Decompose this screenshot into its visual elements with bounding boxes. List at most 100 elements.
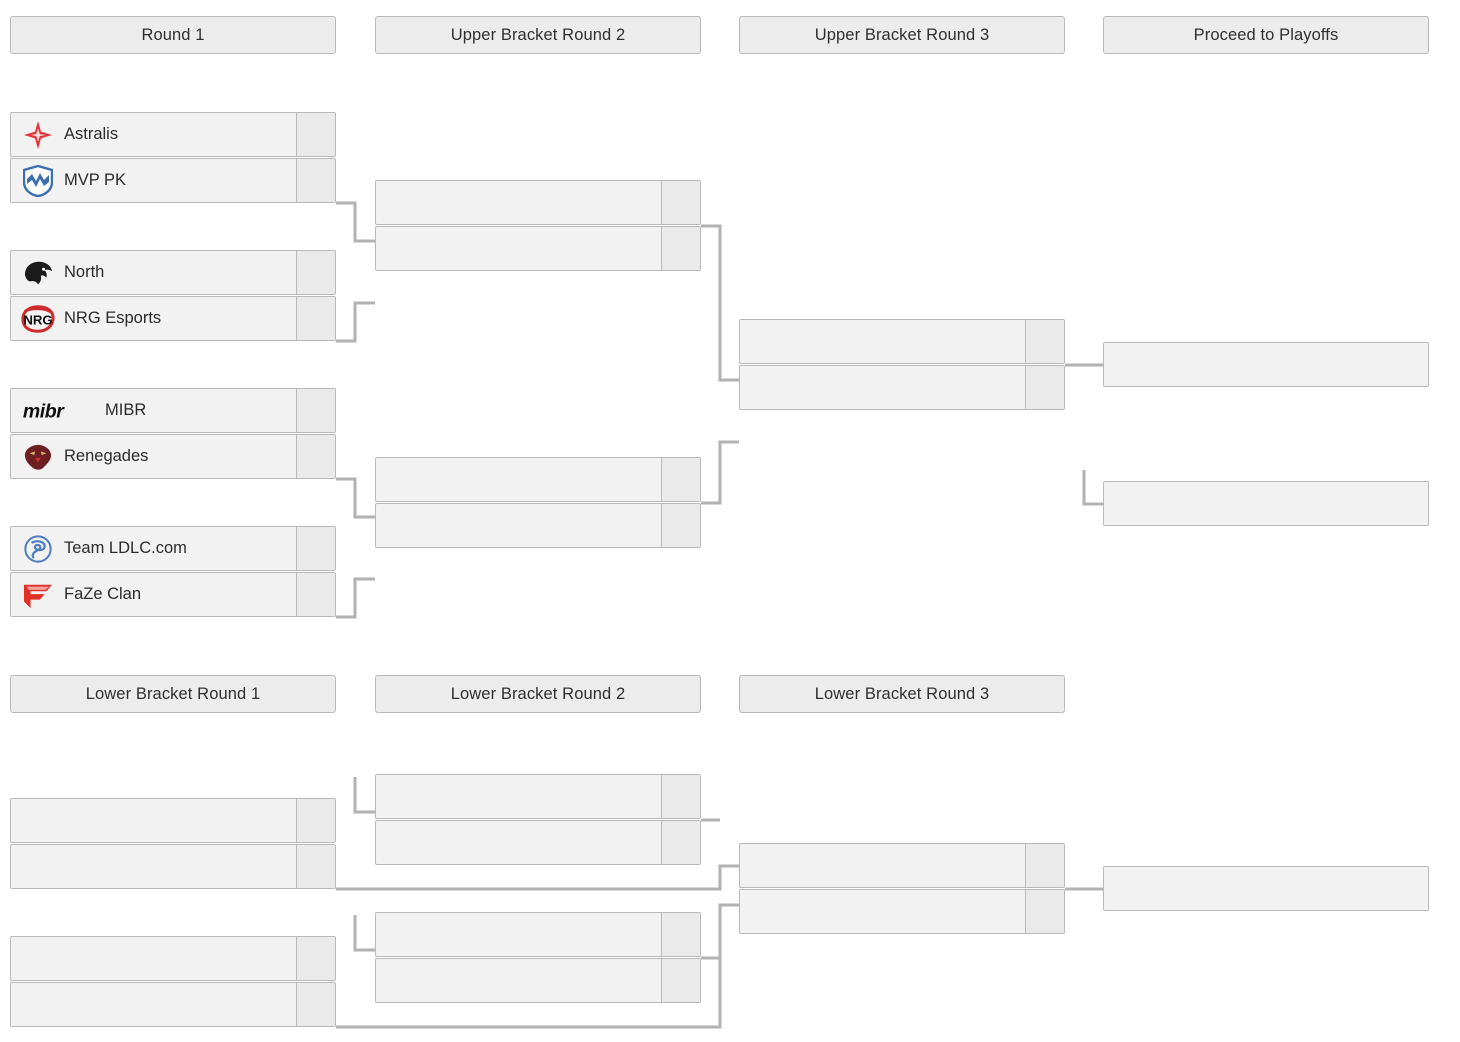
- nrg-esports-logo: NRG: [21, 302, 55, 336]
- upper-r1-match-1-team-2: MVP PK: [11, 159, 296, 202]
- lower-r1-match-2-team-1: [11, 937, 296, 980]
- lower-r3-match-1[interactable]: [739, 843, 1065, 934]
- lower-r2-match-2[interactable]: [375, 912, 701, 1003]
- lower-r2-match-1-slot-2[interactable]: [375, 820, 701, 865]
- upper-r3-match-1-score-1: [1025, 320, 1064, 363]
- lower-r2-match-2-slot-1[interactable]: [375, 912, 701, 957]
- playoffs-slot-2[interactable]: [1103, 481, 1429, 526]
- lower-r2-match-2-score-2: [661, 959, 700, 1002]
- upper-r2-match-1-team-2: [376, 227, 661, 270]
- upper-r1-match-2-team-name-2: NRG Esports: [64, 309, 162, 327]
- upper-r1-match-2-slot-2[interactable]: NRG NRG Esports: [10, 296, 336, 341]
- lower-r2-match-2-slot-2[interactable]: [375, 958, 701, 1003]
- upper-r1-match-4-slot-2[interactable]: FaZe Clan: [10, 572, 336, 617]
- lower-r3-match-1-team-1: [740, 844, 1025, 887]
- upper-r2-match-1[interactable]: [375, 180, 701, 271]
- upper-r1-match-4-score-2: [296, 573, 335, 616]
- upper-r1-match-2-team-1: North: [11, 251, 296, 294]
- lower-final-slot-1-team-1: [1104, 867, 1428, 910]
- upper-r2-match-1-slot-1[interactable]: [375, 180, 701, 225]
- lower-r1-match-1[interactable]: [10, 798, 336, 889]
- lower-r2-match-1[interactable]: [375, 774, 701, 865]
- upper-r1-match-3-score-2: [296, 435, 335, 478]
- lower-r1-match-2-score-2: [296, 983, 335, 1026]
- lower-r1-match-1-team-2: [11, 845, 296, 888]
- upper-r1-match-4-team-1: Team LDLC.com: [11, 527, 296, 570]
- upper-r1-match-4-slot-1[interactable]: Team LDLC.com: [10, 526, 336, 571]
- lower-r1-match-1-slot-1[interactable]: [10, 798, 336, 843]
- playoffs-slot-1-team-1: [1104, 343, 1428, 386]
- upper-r1-match-1-team-name-1: Astralis: [64, 125, 119, 143]
- upper-r3-match-1-slot-2[interactable]: [739, 365, 1065, 410]
- playoffs-slot-1-slot-1[interactable]: [1103, 342, 1429, 387]
- upper-r1-match-3[interactable]: mibr MIBR Renegades: [10, 388, 336, 479]
- connector-line-2: [336, 301, 375, 343]
- upper-r3-match-1-slot-1[interactable]: [739, 319, 1065, 364]
- upper-r1-match-4-team-name-2: FaZe Clan: [64, 585, 142, 603]
- upper-r1-match-1-slot-2[interactable]: MVP PK: [10, 158, 336, 203]
- playoffs-slot-2-slot-1[interactable]: [1103, 481, 1429, 526]
- lower-r1-match-1-slot-2[interactable]: [10, 844, 336, 889]
- connector-line-10: [353, 777, 375, 814]
- upper-bracket-round-header-1: Round 1: [10, 16, 336, 54]
- upper-r1-match-3-team-name-1: MIBR: [105, 401, 147, 419]
- upper-r2-match-2[interactable]: [375, 457, 701, 548]
- lower-r2-match-2-score-1: [661, 913, 700, 956]
- playoffs-slot-1[interactable]: [1103, 342, 1429, 387]
- upper-r1-match-3-score-1: [296, 389, 335, 432]
- lower-r1-match-2-slot-2[interactable]: [10, 982, 336, 1027]
- upper-r1-match-1-score-1: [296, 113, 335, 156]
- lower-r1-match-2[interactable]: [10, 936, 336, 1027]
- lower-r2-match-2-team-1: [376, 913, 661, 956]
- upper-r1-match-3-slot-1[interactable]: mibr MIBR: [10, 388, 336, 433]
- lower-bracket-round-header-2: Lower Bracket Round 2: [375, 675, 701, 713]
- lower-r3-match-1-score-1: [1025, 844, 1064, 887]
- upper-r1-match-3-team-2: Renegades: [11, 435, 296, 478]
- upper-r1-match-4-score-1: [296, 527, 335, 570]
- mibr-logo: mibr: [21, 394, 101, 428]
- lower-final-slot-1[interactable]: [1103, 866, 1429, 911]
- upper-r1-match-1-slot-1[interactable]: Astralis: [10, 112, 336, 157]
- upper-r2-match-2-slot-1[interactable]: [375, 457, 701, 502]
- upper-r2-match-2-slot-2[interactable]: [375, 503, 701, 548]
- lower-r1-match-2-slot-1[interactable]: [10, 936, 336, 981]
- lower-r2-match-1-score-1: [661, 775, 700, 818]
- team-ldlc-logo: [21, 532, 55, 566]
- astralis-logo: [21, 118, 55, 152]
- lower-r2-match-1-score-2: [661, 821, 700, 864]
- lower-r3-match-1-score-2: [1025, 890, 1064, 933]
- lower-r1-match-1-score-2: [296, 845, 335, 888]
- lower-bracket-round-header-1: Lower Bracket Round 1: [10, 675, 336, 713]
- renegades-logo: [21, 440, 55, 474]
- lower-final-slot-1-slot-1[interactable]: [1103, 866, 1429, 911]
- lower-r3-match-1-team-2: [740, 890, 1025, 933]
- lower-bracket-round-header-3: Lower Bracket Round 3: [739, 675, 1065, 713]
- upper-r1-match-3-slot-2[interactable]: Renegades: [10, 434, 336, 479]
- north-logo: [21, 256, 55, 290]
- upper-bracket-round-header-4: Proceed to Playoffs: [1103, 16, 1429, 54]
- upper-r1-match-2-slot-1[interactable]: North: [10, 250, 336, 295]
- faze-clan-logo: [21, 578, 55, 612]
- upper-r1-match-1-team-name-2: MVP PK: [64, 171, 127, 189]
- upper-r1-match-4-team-name-1: Team LDLC.com: [64, 539, 187, 557]
- upper-r3-match-1[interactable]: [739, 319, 1065, 410]
- svg-text:mibr: mibr: [23, 400, 65, 422]
- upper-r2-match-1-score-2: [661, 227, 700, 270]
- upper-r2-match-2-score-1: [661, 458, 700, 501]
- upper-r2-match-2-team-2: [376, 504, 661, 547]
- connector-line-1: [336, 201, 375, 243]
- lower-r3-match-1-slot-2[interactable]: [739, 889, 1065, 934]
- connector-line-6: [701, 440, 739, 505]
- upper-r1-match-3-team-name-2: Renegades: [64, 447, 149, 465]
- upper-r1-match-1-score-2: [296, 159, 335, 202]
- upper-r1-match-2-score-1: [296, 251, 335, 294]
- upper-r2-match-1-slot-2[interactable]: [375, 226, 701, 271]
- upper-r1-match-3-team-1: mibr MIBR: [11, 389, 296, 432]
- lower-r2-match-1-slot-1[interactable]: [375, 774, 701, 819]
- lower-r1-match-2-score-1: [296, 937, 335, 980]
- lower-r3-match-1-slot-1[interactable]: [739, 843, 1065, 888]
